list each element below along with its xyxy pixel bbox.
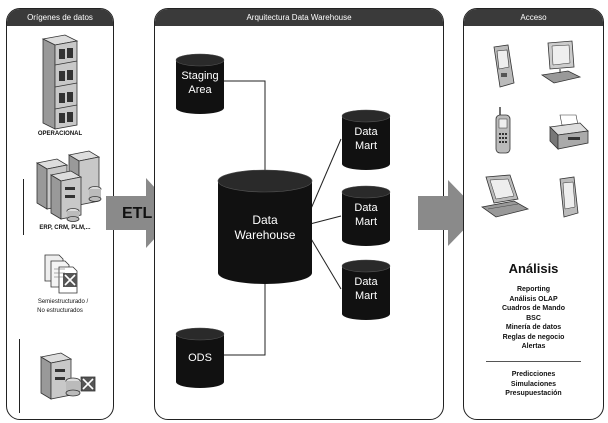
access-title: Acceso <box>464 9 603 26</box>
analysis-item: Análisis OLAP <box>509 295 558 303</box>
analysis-list: Reporting Análisis OLAP Cuadros de Mando… <box>464 285 603 352</box>
sources-title: Orígenes de datos <box>7 9 113 26</box>
prediction-list: Predicciones Simulaciones Presupuestació… <box>464 370 603 399</box>
connector-lines <box>221 80 342 356</box>
server-cluster-icon <box>35 150 102 222</box>
analysis-item: Reporting <box>516 286 551 293</box>
divider-line <box>23 179 24 235</box>
staging-label-2: Area <box>188 84 212 96</box>
mart-label-1: Data <box>354 202 378 214</box>
dw-title: Arquitectura Data Warehouse <box>155 9 443 26</box>
mart-label-1: Data <box>354 276 378 288</box>
access-arrow <box>418 180 480 246</box>
pda-icon <box>493 44 515 88</box>
prediction-item: Simulaciones <box>510 380 557 388</box>
analysis-item: Reglas de negocio <box>502 333 565 341</box>
mart-label-2: Mart <box>355 140 377 152</box>
server-database-icon <box>39 352 96 400</box>
access-panel: Acceso Análisis Reportin <box>463 8 604 420</box>
etl-label: ETL <box>122 205 153 222</box>
analysis-item: Cuadros de Mando <box>501 305 565 312</box>
semi-structured-label: Semiestructurado / <box>37 299 89 305</box>
warehouse-label-2: Warehouse <box>234 228 296 242</box>
printer-icon <box>549 114 589 150</box>
sources-panel: Orígenes de datos OPERACIONAL ERP, CRM, … <box>6 8 114 420</box>
analysis-item: Alertas <box>521 343 546 350</box>
analysis-title: Análisis <box>508 261 559 276</box>
unstructured-label: No estructurados <box>37 308 83 314</box>
divider-line <box>19 339 20 413</box>
desktop-computer-icon <box>540 40 582 84</box>
analysis-item: BSC <box>526 314 541 322</box>
list-divider <box>486 361 581 362</box>
operacional-label: OPERACIONAL <box>37 131 83 137</box>
mart-label-2: Mart <box>355 216 377 228</box>
analysis-item: Minería de datos <box>505 324 562 331</box>
prediction-item: Presupuestación <box>505 390 562 397</box>
documents-icon <box>44 254 78 294</box>
mart-label-1: Data <box>354 126 378 138</box>
mobile-phone-icon <box>495 107 511 154</box>
mart-label-2: Mart <box>355 290 377 302</box>
staging-label-1: Staging <box>181 70 219 82</box>
laptop-icon <box>481 174 530 218</box>
ods-cylinder: ODS <box>175 327 225 389</box>
warehouse-label-1: Data <box>252 213 278 227</box>
tablet-icon <box>559 176 579 218</box>
server-rack-icon <box>41 34 79 130</box>
ods-label: ODS <box>188 352 212 364</box>
erp-label: ERP, CRM, PLM,... <box>39 225 91 231</box>
prediction-item: Predicciones <box>511 371 556 378</box>
